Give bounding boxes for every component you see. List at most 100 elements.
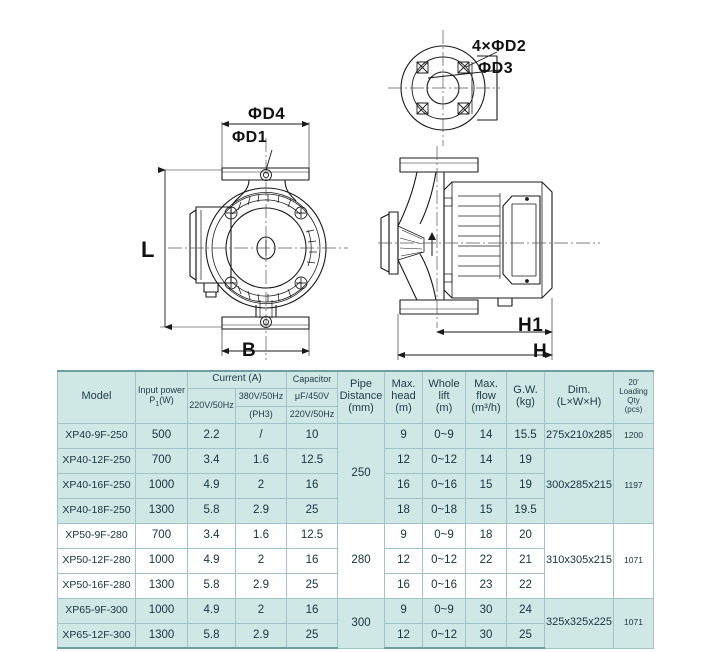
column-header-current-group: Current (A) — [186, 370, 288, 389]
cell-model: XP65-9F-300 — [57, 597, 136, 624]
cell-gross-weight: 19 — [506, 472, 546, 499]
dimension-label-bolt-circle: ΦD3 — [478, 60, 514, 77]
loading-l2: Loading — [619, 387, 648, 397]
cell-max-head: 12 — [384, 622, 424, 649]
cell-current-380v: 2.9 — [234, 572, 288, 599]
whole-lift-unit: (m) — [435, 402, 453, 415]
specification-table-container: Model Input power P1(W) Current (A) Capa… — [57, 370, 655, 649]
column-header-dimensions: Dim. (L×W×H) — [544, 370, 615, 424]
cell-model: XP50-12F-280 — [57, 547, 136, 574]
column-header-model: Model — [57, 370, 136, 424]
cell-max-flow: 14 — [465, 422, 508, 449]
dimension-label-flange-outer-diameter: ΦD4 — [248, 104, 286, 123]
whole-lift-l1: Whole — [428, 378, 460, 391]
cell-model: XP65-12F-300 — [57, 622, 136, 649]
cell-current-220v: 5.8 — [187, 497, 236, 524]
cell-input-power: 1000 — [135, 472, 188, 499]
cell-max-head: 16 — [384, 572, 424, 599]
cell-capacitor: 12.5 — [286, 447, 339, 474]
cell-input-power: 1300 — [135, 622, 188, 649]
max-head-l1: Max. — [391, 378, 416, 391]
column-header-current-380v-phase: (PH3) — [234, 405, 288, 424]
cell-current-380v: 1.6 — [234, 522, 288, 549]
whole-lift-l2: lift — [438, 390, 450, 403]
cell-gross-weight: 24 — [506, 597, 546, 624]
cell-max-head: 16 — [384, 472, 424, 499]
cell-current-220v: 4.9 — [187, 597, 236, 624]
column-header-max-head: Max. head (m) — [384, 370, 424, 424]
cell-current-380v: 2 — [234, 597, 288, 624]
cell-whole-lift: 0~16 — [422, 472, 467, 499]
specification-table: Model Input power P1(W) Current (A) Capa… — [57, 370, 655, 649]
dimension-label-body-depth: H1 — [518, 315, 544, 336]
cell-input-power: 700 — [135, 522, 188, 549]
cell-gross-weight: 25 — [506, 622, 546, 649]
cell-input-power: 1000 — [135, 547, 188, 574]
dimension-label-overall-depth: H — [533, 341, 548, 362]
column-header-gross-weight: G.W. (kg) — [506, 370, 546, 424]
dimension-label-bolt-holes: 4×ΦD2 — [472, 38, 527, 55]
cell-input-power: 1300 — [135, 497, 188, 524]
cell-max-head: 12 — [384, 447, 424, 474]
cell-capacitor: 10 — [286, 422, 339, 449]
pipe-distance-l2: Distance — [339, 390, 383, 403]
cell-model: XP40-16F-250 — [57, 472, 136, 499]
dimension-label-flange-inner-diameter: ΦD1 — [232, 129, 268, 146]
cell-capacitor: 16 — [286, 472, 339, 499]
cell-pipe-distance: 300 — [337, 597, 386, 649]
cell-current-220v: 3.4 — [187, 522, 236, 549]
column-header-pipe-distance: Pipe Distance (mm) — [337, 370, 386, 424]
cell-model: XP50-16F-280 — [57, 572, 136, 599]
cell-gross-weight: 15.5 — [506, 422, 546, 449]
max-flow-unit: (m³/h) — [471, 402, 501, 415]
cell-loading-qty: 1071 — [613, 522, 655, 599]
column-header-whole-lift: Whole lift (m) — [422, 370, 467, 424]
cell-current-220v: 5.8 — [187, 622, 236, 649]
cell-model: XP40-18F-250 — [57, 497, 136, 524]
cell-gross-weight: 22 — [506, 572, 546, 599]
cell-loading-qty: 1197 — [613, 447, 655, 524]
cell-input-power: 700 — [135, 447, 188, 474]
cell-current-380v: 2 — [234, 547, 288, 574]
cell-gross-weight: 19 — [506, 447, 546, 474]
cell-model: XP50-9F-280 — [57, 522, 136, 549]
cell-current-220v: 4.9 — [187, 472, 236, 499]
cell-capacitor: 25 — [286, 622, 339, 649]
technical-drawings: ΦD4 ΦD1 L B 4×ΦD2 ΦD3 H1 H — [141, 30, 600, 362]
max-head-l2: head — [391, 390, 416, 403]
pipe-distance-l1: Pipe — [350, 378, 373, 391]
cell-max-flow: 30 — [465, 597, 508, 624]
cell-whole-lift: 0~12 — [422, 547, 467, 574]
cell-pipe-distance: 250 — [337, 422, 386, 524]
cell-current-380v: 2.9 — [234, 497, 288, 524]
cell-whole-lift: 0~9 — [422, 422, 467, 449]
cell-gross-weight: 21 — [506, 547, 546, 574]
flange-detail-drawing — [388, 30, 501, 146]
column-header-loading-qty: 20′ Loading Qty (pcs) — [613, 370, 655, 424]
cell-input-power: 1000 — [135, 597, 188, 624]
table-header: Model Input power P1(W) Current (A) Capa… — [57, 370, 655, 424]
dimension-label-overall-length: L — [141, 237, 155, 262]
cell-dimensions: 300x285x215 — [544, 447, 615, 524]
column-header-capacitor-voltage: 220V/50Hz — [286, 405, 339, 424]
cell-dimensions: 310x305x215 — [544, 522, 615, 599]
cell-current-220v: 4.9 — [187, 547, 236, 574]
cell-current-220v: 2.2 — [187, 422, 236, 449]
cell-pipe-distance: 280 — [337, 522, 386, 599]
cell-max-head: 9 — [384, 522, 424, 549]
cell-max-flow: 23 — [465, 572, 508, 599]
cell-max-flow: 18 — [465, 522, 508, 549]
cell-max-flow: 15 — [465, 497, 508, 524]
cell-max-flow: 30 — [465, 622, 508, 649]
cell-max-head: 18 — [384, 497, 424, 524]
max-flow-l2: flow — [476, 390, 496, 403]
cell-capacitor: 25 — [286, 572, 339, 599]
pipe-distance-unit: (mm) — [348, 402, 374, 415]
cell-gross-weight: 20 — [506, 522, 546, 549]
cell-gross-weight: 19.5 — [506, 497, 546, 524]
